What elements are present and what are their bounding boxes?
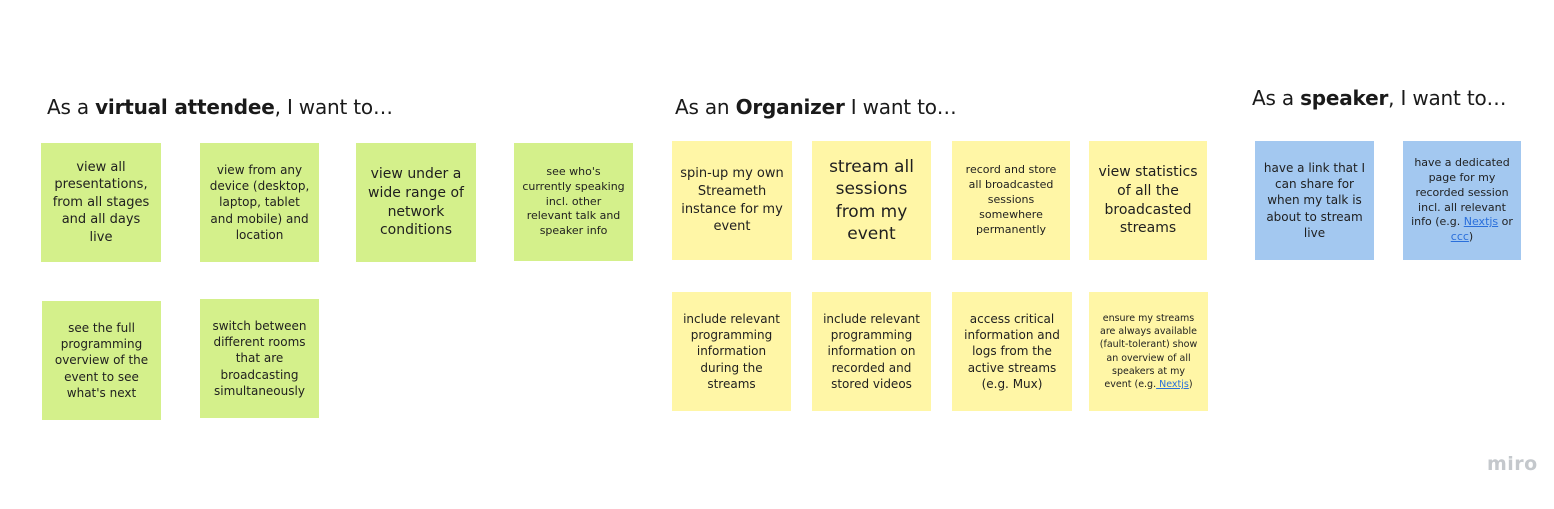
sticky-note-organizer[interactable]: access critical information and logs fro… xyxy=(952,292,1072,411)
heading-speaker: As a speaker, I want to… xyxy=(1252,86,1506,110)
heading-suffix: I want to… xyxy=(844,95,957,119)
heading-prefix: As an xyxy=(675,95,736,119)
heading-role: virtual attendee xyxy=(95,95,275,119)
note-text-segment: ) xyxy=(1468,230,1474,244)
sticky-note-organizer[interactable]: include relevant programming information… xyxy=(812,292,931,411)
heading-prefix: As a xyxy=(1252,86,1301,110)
sticky-note-text: switch between different rooms that are … xyxy=(212,319,307,398)
sticky-note-organizer[interactable]: include relevant programming information… xyxy=(672,292,791,411)
sticky-note-speaker[interactable]: have a link that I can share for when my… xyxy=(1255,141,1374,260)
sticky-note-text: see the full programming overview of the… xyxy=(54,321,149,400)
note-text-segment: ensure my streams are always available (… xyxy=(1099,312,1198,391)
sticky-note-attendee[interactable]: view all presentations, from all stages … xyxy=(41,143,161,262)
heading-role: Organizer xyxy=(735,95,845,119)
sticky-note-text: spin-up my own Streameth instance for my… xyxy=(680,166,784,235)
miro-logo: miro xyxy=(1487,453,1538,475)
note-text-segment: or xyxy=(1498,215,1513,229)
sticky-note-attendee[interactable]: switch between different rooms that are … xyxy=(200,299,319,418)
sticky-note-organizer[interactable]: view statistics of all the broadcasted s… xyxy=(1089,141,1207,260)
note-text-segment: have a dedicated page for my recorded se… xyxy=(1411,155,1510,229)
sticky-note-text: view from any device (desktop, laptop, t… xyxy=(209,163,310,242)
heading-prefix: As a xyxy=(47,95,96,119)
heading-virtual-attendee: As a virtual attendee, I want to… xyxy=(47,95,393,119)
sticky-note-text: have a dedicated page for my recorded se… xyxy=(1411,156,1513,245)
heading-suffix: , I want to… xyxy=(274,95,393,119)
sticky-note-text: view under a wide range of network condi… xyxy=(368,165,464,239)
sticky-note-text: view all presentations, from all stages … xyxy=(52,159,150,245)
ccc-link[interactable]: ccc xyxy=(1450,230,1469,244)
sticky-note-text: view statistics of all the broadcasted s… xyxy=(1098,163,1198,237)
heading-organizer: As an Organizer I want to… xyxy=(675,95,957,119)
nextjs-link[interactable]: Nextjs xyxy=(1156,379,1189,391)
sticky-note-text: include relevant programming information… xyxy=(683,312,780,391)
sticky-note-organizer[interactable]: ensure my streams are always available (… xyxy=(1089,292,1208,411)
sticky-note-text: include relevant programming information… xyxy=(823,312,920,391)
sticky-note-text: ensure my streams are always available (… xyxy=(1097,312,1200,392)
sticky-note-attendee[interactable]: view from any device (desktop, laptop, t… xyxy=(200,143,319,262)
note-text-segment: ) xyxy=(1188,379,1193,391)
nextjs-link[interactable]: Nextjs xyxy=(1463,215,1499,229)
sticky-note-text: access critical information and logs fro… xyxy=(964,312,1060,391)
sticky-note-text: stream all sessions from my event xyxy=(829,157,914,244)
heading-suffix: , I want to… xyxy=(1388,86,1507,110)
sticky-note-attendee[interactable]: see the full programming overview of the… xyxy=(42,301,161,420)
sticky-note-text: record and store all broadcasted session… xyxy=(965,163,1057,236)
sticky-note-organizer[interactable]: record and store all broadcasted session… xyxy=(952,141,1070,260)
heading-role: speaker xyxy=(1300,86,1389,110)
sticky-note-attendee[interactable]: see who's currently speaking incl. other… xyxy=(514,143,633,261)
sticky-note-text: have a link that I can share for when my… xyxy=(1263,161,1366,240)
sticky-note-text: see who's currently speaking incl. other… xyxy=(522,164,625,238)
sticky-note-organizer[interactable]: spin-up my own Streameth instance for my… xyxy=(672,141,792,260)
sticky-note-organizer[interactable]: stream all sessions from my event xyxy=(812,141,931,260)
sticky-note-speaker[interactable]: have a dedicated page for my recorded se… xyxy=(1403,141,1521,260)
sticky-note-attendee[interactable]: view under a wide range of network condi… xyxy=(356,143,476,262)
